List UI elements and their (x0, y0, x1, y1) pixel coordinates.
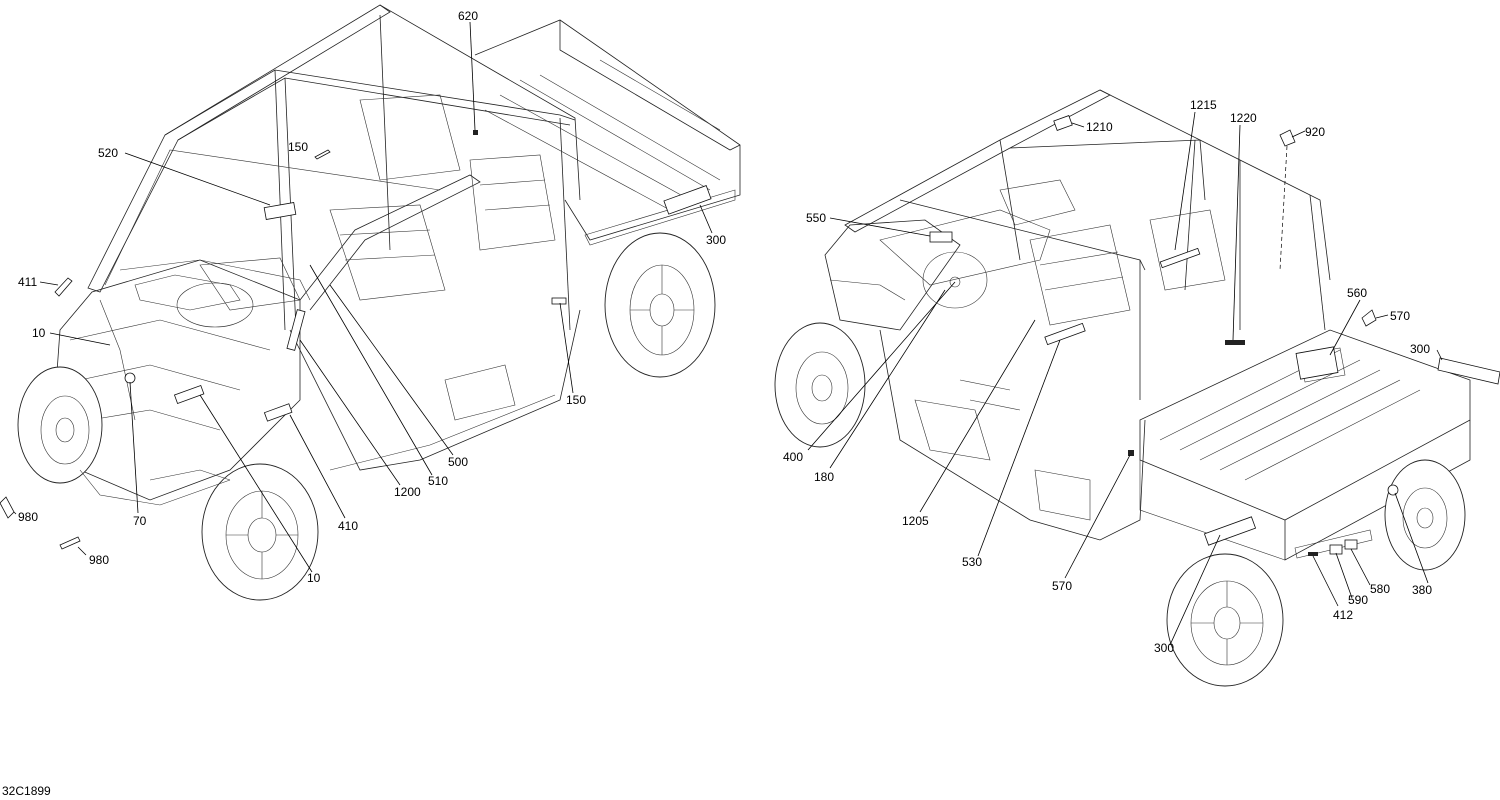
front-wheel-left (201, 463, 319, 601)
decal-980-a (0, 496, 15, 519)
callout-410: 410 (338, 519, 358, 533)
decal-300-bed (663, 185, 712, 215)
callout-1215: 1215 (1190, 98, 1217, 112)
decal-411 (54, 277, 73, 297)
front-wheel-right (17, 366, 103, 484)
callout-1205: 1205 (902, 514, 929, 528)
callout-10-top: 10 (32, 326, 46, 340)
callout-980-b: 980 (89, 553, 109, 567)
callout-180: 180 (814, 470, 834, 484)
rear-wheel-left (604, 232, 716, 378)
decal-380 (1387, 484, 1399, 496)
decal-1215 (1159, 247, 1201, 269)
callout-300-right: 300 (1154, 641, 1174, 655)
rear-wheel-right-view (1166, 553, 1284, 687)
decal-150-loose (314, 149, 331, 160)
decal-150-side (551, 297, 567, 305)
callout-580: 580 (1370, 582, 1390, 596)
callout-620: 620 (458, 9, 478, 23)
decal-620 (473, 130, 478, 135)
decal-300-loose (1437, 357, 1500, 385)
callout-1200: 1200 (394, 485, 421, 499)
decal-550 (929, 231, 953, 243)
callout-380: 380 (1412, 583, 1432, 597)
callout-520: 520 (98, 146, 118, 160)
decal-70-badge (124, 372, 136, 384)
callout-1210: 1210 (1086, 120, 1113, 134)
callout-400: 400 (783, 450, 803, 464)
decal-10-fender (263, 403, 293, 422)
callout-150-side: 150 (566, 393, 586, 407)
drawing-code: 32C1899 (2, 784, 51, 798)
decal-10-hood (173, 384, 205, 404)
callout-70: 70 (133, 514, 147, 528)
callout-300-loose: 300 (1410, 342, 1430, 356)
callout-1220: 1220 (1230, 111, 1257, 125)
leader-lines-right (807, 111, 1443, 646)
decal-590 (1329, 544, 1343, 555)
vehicle-front-left-view (0, 4, 741, 601)
decal-520 (263, 202, 297, 220)
callout-980-a: 980 (18, 510, 38, 524)
callout-411: 411 (18, 275, 37, 289)
callout-560: 560 (1347, 286, 1367, 300)
callout-10-bottom: 10 (307, 571, 321, 585)
callout-510: 510 (428, 474, 448, 488)
decal-580 (1344, 539, 1358, 550)
decal-412 (1308, 552, 1318, 556)
rear-wheel-far-view (1384, 459, 1466, 571)
decal-1200 (286, 309, 306, 351)
decal-560 (1295, 346, 1339, 380)
callout-150-top: 150 (288, 140, 308, 154)
decal-1210 (1053, 115, 1073, 131)
vehicle-rear-right-view (774, 89, 1500, 687)
callout-530: 530 (962, 555, 982, 569)
callouts-right: 1215 1210 1220 920 550 560 570 300 400 1… (783, 98, 1432, 655)
callout-590: 590 (1348, 593, 1368, 607)
leader-lines-left (13, 21, 713, 573)
callout-570-bottom: 570 (1052, 579, 1072, 593)
decal-570-side (1128, 450, 1134, 456)
front-wheel-right-view (774, 322, 866, 448)
callouts-left: 620 150 520 411 10 70 980 980 10 410 120… (18, 9, 726, 585)
callout-920: 920 (1305, 125, 1325, 139)
callout-500: 500 (448, 455, 468, 469)
callout-570-right: 570 (1390, 309, 1410, 323)
decal-570-loose (1361, 309, 1377, 327)
callout-550: 550 (806, 211, 826, 225)
decal-530 (1044, 322, 1086, 346)
callout-412: 412 (1333, 608, 1353, 622)
decal-920 (1279, 129, 1296, 147)
decal-980-b (59, 536, 81, 550)
decal-300-bed-right (1203, 516, 1257, 546)
callout-300-left: 300 (706, 233, 726, 247)
decal-1220 (1225, 340, 1245, 345)
